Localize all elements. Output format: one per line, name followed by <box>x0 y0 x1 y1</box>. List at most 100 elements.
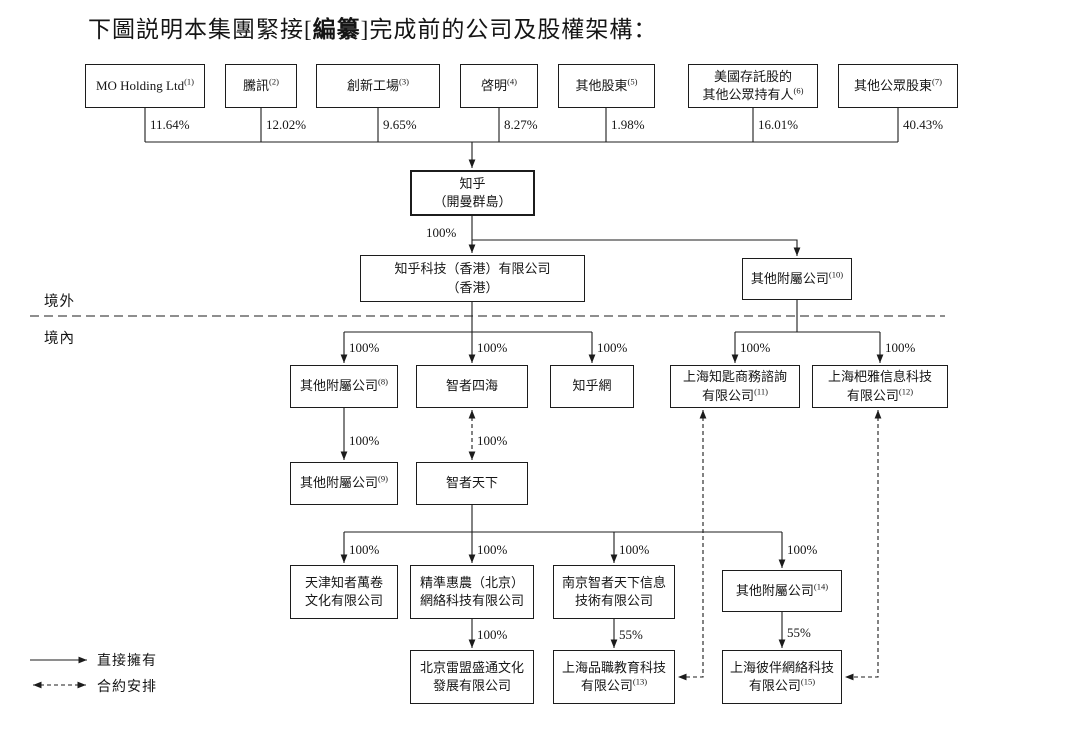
ownership-label-pct-9: 100% <box>349 433 380 448</box>
org-box-label: 美國存託股的 <box>713 68 792 84</box>
org-box-label: 南京智者天下信息 <box>561 574 666 590</box>
org-box-tianjin-zhizhe: 天津知者萬卷文化有限公司 <box>290 565 398 619</box>
org-box-other-subsidiaries-9: 其他附屬公司(9) <box>290 462 398 505</box>
org-box-label: 文化有限公司 <box>304 593 383 608</box>
arrowhead <box>77 681 86 689</box>
org-box-other-public-shareholders: 其他公眾股東(7) <box>838 64 958 108</box>
org-box-shanghai-pinzhi: 上海品職教育科技有限公司(13) <box>553 650 675 704</box>
org-box-mo-holding: MO Holding Ltd(1) <box>85 64 205 108</box>
arrowhead <box>610 554 618 563</box>
org-box-label: 知乎 <box>459 175 486 191</box>
org-box-label: 上海品職教育科技 <box>561 659 666 675</box>
org-box-zhizhe-sihai: 智者四海 <box>416 365 528 408</box>
footnote-ref: (1) <box>184 76 195 87</box>
arrowhead <box>468 451 476 460</box>
arrowhead <box>468 354 476 363</box>
ownership-label-pct-biban: 55% <box>787 625 811 640</box>
footnote-ref: (3) <box>399 76 409 87</box>
org-box-other-shareholders: 其他股東(5) <box>558 64 655 108</box>
org-box-label: 智者天下 <box>445 475 498 491</box>
arrowhead <box>468 159 476 168</box>
org-box-label: 其他附屬公司 <box>735 582 814 598</box>
ownership-line <box>472 239 798 256</box>
ownership-label-pct-tianxia: 100% <box>477 433 508 448</box>
ownership-label-pct-leimeng: 100% <box>477 627 508 642</box>
contractual-arrangement-line <box>678 410 704 678</box>
ownership-label-pct-jingzhun: 100% <box>477 542 508 557</box>
title-redacted-term: 編纂 <box>312 17 361 42</box>
arrowhead <box>731 354 739 363</box>
arrowhead <box>874 410 882 419</box>
footnote-ref: (11) <box>754 386 768 397</box>
org-box-label: MO Holding Ltd <box>95 77 185 93</box>
org-box-label: 其他股東 <box>575 77 628 93</box>
org-box-label: 技術有限公司 <box>574 593 653 608</box>
region-label-offshore: 境外 <box>44 294 75 310</box>
ownership-label-pct-public: 40.43% <box>903 117 944 132</box>
org-box-shanghai-biban: 上海彼伴網絡科技有限公司(15) <box>722 650 842 704</box>
org-box-label: 上海彼伴網絡科技 <box>729 659 834 675</box>
title-text-suffix: ]完成前的公司及股權架構： <box>360 17 658 42</box>
org-box-qiming: 啓明(4) <box>460 64 538 108</box>
org-box-label: 上海知匙商務諮詢 <box>682 369 787 385</box>
footnote-ref: (8) <box>378 377 388 388</box>
arrowhead <box>468 244 476 253</box>
footnote-ref: (12) <box>898 386 914 397</box>
title-text-prefix: 下圖説明本集團緊接[ <box>88 17 313 42</box>
org-box-label: 網絡科技有限公司 <box>419 593 524 608</box>
org-box-label: 有限公司 <box>702 387 755 403</box>
org-box-zhihu-hk: 知乎科技（香港）有限公司（香港） <box>360 255 585 302</box>
org-box-label: （香港） <box>446 279 499 295</box>
ownership-label-pct-mo: 11.64% <box>150 117 190 132</box>
footnote-ref: (9) <box>378 474 388 485</box>
arrowhead <box>793 247 801 256</box>
org-box-label: 啓明 <box>481 77 508 93</box>
org-box-zhihu-cayman: 知乎（開曼群島） <box>410 170 535 216</box>
footnote-ref: (2) <box>269 76 279 87</box>
ownership-label-pct-pinzhi: 55% <box>619 627 643 642</box>
ownership-label-pct-sihai: 100% <box>477 340 508 355</box>
org-box-ads-public-holders: 美國存託股的其他公眾持有人(6) <box>688 64 818 108</box>
org-box-label: 其他附屬公司 <box>300 378 379 394</box>
footnote-ref: (13) <box>632 676 648 687</box>
org-box-label: 上海杷雅信息科技 <box>827 369 932 385</box>
ownership-label-pct-other-sh: 1.98% <box>611 117 645 132</box>
org-box-beijing-leimeng: 北京雷盟盛通文化發展有限公司 <box>410 650 534 704</box>
org-box-label: 智者四海 <box>445 378 498 394</box>
org-box-label: 其他附屬公司 <box>750 270 829 286</box>
footnote-ref: (10) <box>828 269 844 280</box>
org-box-label: 北京雷盟盛通文化 <box>419 659 524 675</box>
org-box-label: 其他附屬公司 <box>300 475 379 491</box>
org-box-label: 天津知者萬卷 <box>304 574 383 590</box>
region-label-onshore: 境內 <box>44 331 75 347</box>
arrowhead <box>468 410 476 419</box>
ownership-label-pct-14: 100% <box>787 542 818 557</box>
ownership-label-pct-ads: 16.01% <box>758 117 799 132</box>
arrowhead <box>78 656 87 664</box>
footnote-ref: (5) <box>627 76 638 87</box>
ownership-label-pct-sinovation: 9.65% <box>383 117 417 132</box>
arrowhead <box>340 554 348 563</box>
ownership-label-pct-11: 100% <box>740 340 771 355</box>
org-box-label: 騰訊 <box>243 77 270 93</box>
org-box-label: 有限公司 <box>846 387 899 403</box>
org-box-other-subsidiaries-10: 其他附屬公司(10) <box>742 258 852 300</box>
ownership-label-pct-wang: 100% <box>597 340 628 355</box>
org-box-nanjing-zhizhe: 南京智者天下信息技術有限公司 <box>553 565 675 619</box>
org-box-label: 有限公司 <box>580 678 633 693</box>
footnote-ref: (6) <box>793 85 804 96</box>
ownership-label-pct-nanjing: 100% <box>619 542 650 557</box>
ownership-label-pct-tianjin: 100% <box>349 542 380 557</box>
footnote-ref: (15) <box>800 676 816 687</box>
org-box-label: 其他公眾股東 <box>854 77 933 93</box>
arrowhead <box>845 673 854 681</box>
legend-direct-ownership-label: 直接擁有 <box>97 654 157 669</box>
org-box-zhihu-wang: 知乎網 <box>550 365 634 408</box>
org-box-label: 有限公司 <box>748 678 801 693</box>
footnote-ref: (7) <box>932 76 942 87</box>
org-box-shanghai-zhishi: 上海知匙商務諮詢有限公司(11) <box>670 365 800 408</box>
arrowhead <box>588 354 596 363</box>
legend-contractual-arrangement-label: 合約安排 <box>97 680 157 695</box>
org-box-label: 創新工場 <box>347 77 400 93</box>
